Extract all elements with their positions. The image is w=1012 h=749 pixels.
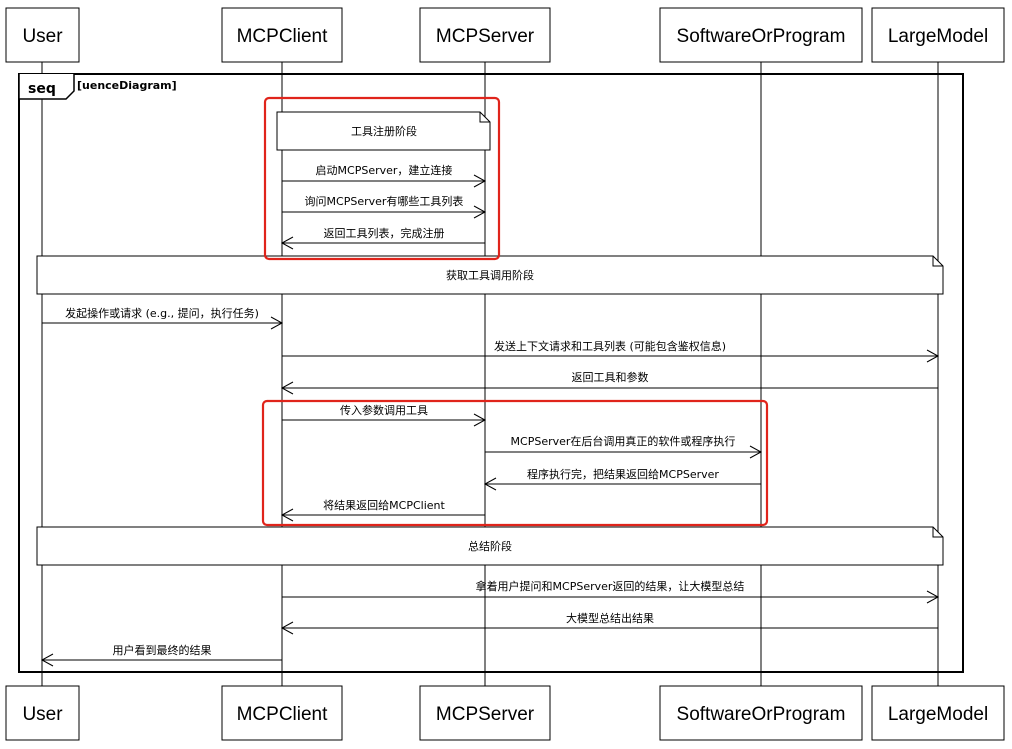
message-label: 询问MCPServer有哪些工具列表: [305, 194, 464, 208]
actor-mcpclient-top: MCPClient: [221, 7, 343, 63]
actor-label: User: [22, 26, 63, 47]
message-send-context: 发送上下文请求和工具列表 (可能包含鉴权信息): [282, 339, 940, 363]
message-label: 用户看到最终的结果: [113, 643, 212, 657]
actor-user-bottom: User: [5, 685, 80, 741]
actor-softwareorprogram-bottom: SoftwareOrProgram: [659, 685, 863, 741]
message-server-exec-program: MCPServer在后台调用真正的软件或程序执行: [485, 434, 763, 459]
note-tool-registration: 工具注册阶段: [276, 111, 491, 151]
message-label: 大模型总结出结果: [566, 611, 654, 625]
actor-mcpserver-top: MCPServer: [419, 7, 551, 63]
message-return-tools: 返回工具列表，完成注册: [280, 226, 485, 250]
message-ask-model-summary: 拿着用户提问和MCPServer返回的结果，让大模型总结: [282, 579, 940, 604]
note-summary: 总结阶段: [36, 526, 944, 566]
actor-label: User: [22, 704, 63, 725]
actor-mcpclient-bottom: MCPClient: [221, 685, 343, 741]
message-return-tool-params: 返回工具和参数: [280, 370, 938, 395]
message-label: 拿着用户提问和MCPServer返回的结果，让大模型总结: [476, 579, 745, 593]
message-user-request: 发起操作或请求 (e.g., 提问，执行任务): [42, 306, 284, 330]
actor-label: SoftwareOrProgram: [677, 26, 846, 47]
actor-largemodel-bottom: LargeModel: [871, 685, 1005, 741]
actor-label: MCPClient: [237, 704, 329, 725]
highlight-tool-execution: [261, 399, 769, 527]
message-label: 发送上下文请求和工具列表 (可能包含鉴权信息): [494, 339, 726, 353]
message-call-tool: 传入参数调用工具: [282, 403, 487, 427]
message-final-result: 用户看到最终的结果: [40, 643, 282, 667]
highlight-registration: [263, 96, 501, 261]
actor-largemodel-top: LargeModel: [871, 7, 1005, 63]
message-result-to-client: 将结果返回给MCPClient: [280, 499, 485, 522]
actor-label: SoftwareOrProgram: [677, 704, 846, 725]
note-get-tool-call: 获取工具调用阶段: [36, 255, 944, 295]
actor-mcpserver-bottom: MCPServer: [419, 685, 551, 741]
message-label: 返回工具和参数: [572, 370, 649, 384]
message-start-server: 启动MCPServer，建立连接: [282, 163, 487, 188]
message-query-tools: 询问MCPServer有哪些工具列表: [282, 194, 487, 219]
message-model-summary-result: 大模型总结出结果: [280, 611, 938, 635]
actor-label: MCPClient: [237, 26, 329, 47]
actor-softwareorprogram-top: SoftwareOrProgram: [659, 7, 863, 63]
message-label: 程序执行完，把结果返回给MCPServer: [527, 467, 719, 481]
frame-title: [uenceDiagram]: [77, 79, 177, 92]
actor-label: LargeModel: [888, 26, 988, 47]
sequence-frame: [18, 73, 964, 673]
actor-user-top: User: [5, 7, 80, 63]
actor-label: MCPServer: [436, 704, 535, 725]
message-label: MCPServer在后台调用真正的软件或程序执行: [511, 434, 736, 448]
actor-label: LargeModel: [888, 704, 988, 725]
note-text: 获取工具调用阶段: [446, 268, 534, 282]
message-program-return: 程序执行完，把结果返回给MCPServer: [483, 467, 761, 491]
message-label: 发起操作或请求 (e.g., 提问，执行任务): [65, 306, 259, 320]
frame-keyword: seq: [28, 81, 56, 97]
message-label: 启动MCPServer，建立连接: [316, 163, 453, 177]
message-label: 传入参数调用工具: [340, 403, 428, 417]
note-text: 总结阶段: [468, 539, 512, 553]
note-text: 工具注册阶段: [351, 124, 417, 138]
actor-label: MCPServer: [436, 26, 535, 47]
message-label: 将结果返回给MCPClient: [323, 499, 445, 512]
frame-keyword-tab: [18, 74, 75, 100]
message-label: 返回工具列表，完成注册: [324, 226, 445, 240]
